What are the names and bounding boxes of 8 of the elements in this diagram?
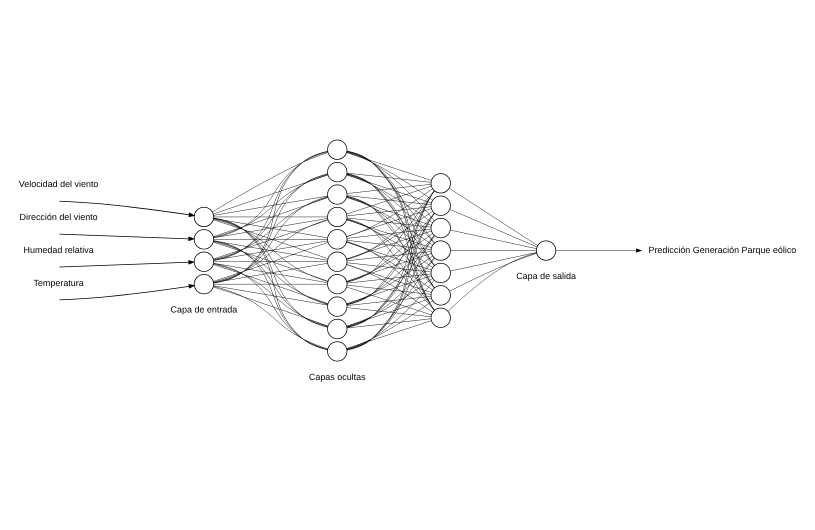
label: Humedad relativa — [24, 244, 94, 254]
label: Dirección del viento — [20, 212, 98, 222]
label: Capas ocultas — [308, 371, 366, 382]
label: Temperatura — [33, 277, 84, 288]
label: Velocidad del viento — [18, 178, 98, 189]
label: Capa de entrada — [170, 304, 238, 314]
label: Capa de salida — [516, 270, 576, 281]
node-text: Predicción Generación Parque eólico — [648, 244, 796, 254]
